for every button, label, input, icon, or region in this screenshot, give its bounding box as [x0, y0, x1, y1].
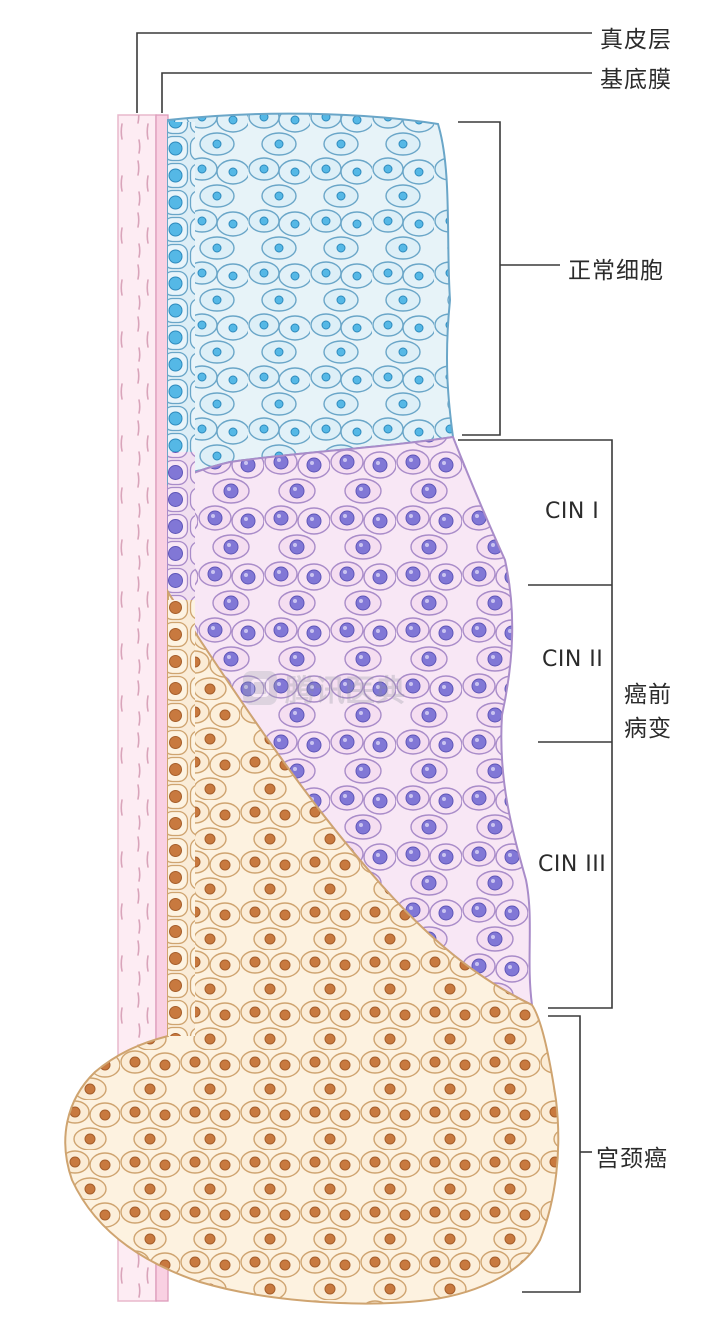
cancer-region — [64, 588, 560, 1305]
label-precancer: 癌前 病变 — [624, 678, 672, 746]
label-dermis: 真皮层 — [600, 27, 672, 53]
watermark-logo-icon — [243, 671, 277, 705]
label-precancer-line2: 病变 — [624, 716, 672, 742]
annotation-lines — [136, 32, 613, 1293]
label-cervical-cancer: 宫颈癌 — [596, 1146, 668, 1172]
normal-epithelium-region — [167, 112, 455, 488]
label-cin3: CIN III — [538, 852, 607, 877]
watermark-text: 腾讯医典 — [285, 674, 405, 709]
label-cin1: CIN I — [545, 499, 600, 524]
label-basement-membrane: 基底膜 — [600, 67, 672, 93]
watermark: 腾讯医典 — [243, 666, 405, 710]
label-precancer-line1: 癌前 — [624, 682, 672, 708]
label-normal-cells: 正常细胞 — [568, 258, 664, 284]
label-cin2: CIN II — [542, 647, 604, 672]
